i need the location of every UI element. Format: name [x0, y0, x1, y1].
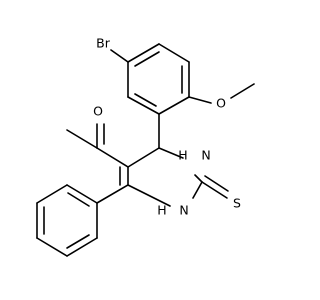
bond [158, 147, 184, 159]
bond [194, 174, 203, 183]
nh-nitrogen-label: N [179, 203, 188, 218]
phenyl-ring [36, 184, 98, 257]
bond [127, 184, 171, 207]
sulfur-label: S [233, 196, 241, 211]
bond-to-methoxy-oxygen [188, 96, 212, 104]
bond [127, 96, 160, 115]
double-bond-inner [134, 93, 157, 107]
double-bond-inner [66, 234, 90, 249]
bromine-label: Br [96, 36, 111, 51]
bond [127, 43, 160, 63]
bond [66, 184, 98, 204]
bond-to-bromine [110, 49, 129, 63]
carbonyl-oxygen-label: O [93, 104, 103, 119]
bond [127, 147, 160, 168]
bromo-methoxyphenyl-ring [127, 43, 190, 115]
bond [192, 181, 203, 199]
nh-hydrogen-label: H [178, 148, 187, 163]
dihydropyrimidine-ring [119, 147, 203, 207]
bond-c5-to-carbonyl [96, 147, 129, 168]
molecule-structure: Br O H N H N S O [36, 36, 255, 257]
double-bond-inner [67, 192, 90, 207]
methoxy-oxygen-label: O [216, 96, 226, 111]
thione-double-bond [201, 181, 228, 199]
bond-methoxy-methyl [230, 83, 255, 99]
double-bond-inner [134, 51, 160, 67]
bond-acetyl-methyl [66, 129, 98, 149]
bond [36, 184, 68, 204]
bond-c6-to-phenyl [96, 184, 129, 204]
nh-nitrogen-label: N [201, 148, 210, 163]
nh-hydrogen-label: H [157, 203, 166, 218]
bond [66, 237, 98, 257]
bond [158, 96, 190, 115]
thione-double-bond [204, 175, 229, 192]
bond [36, 237, 68, 257]
bond [158, 43, 190, 63]
